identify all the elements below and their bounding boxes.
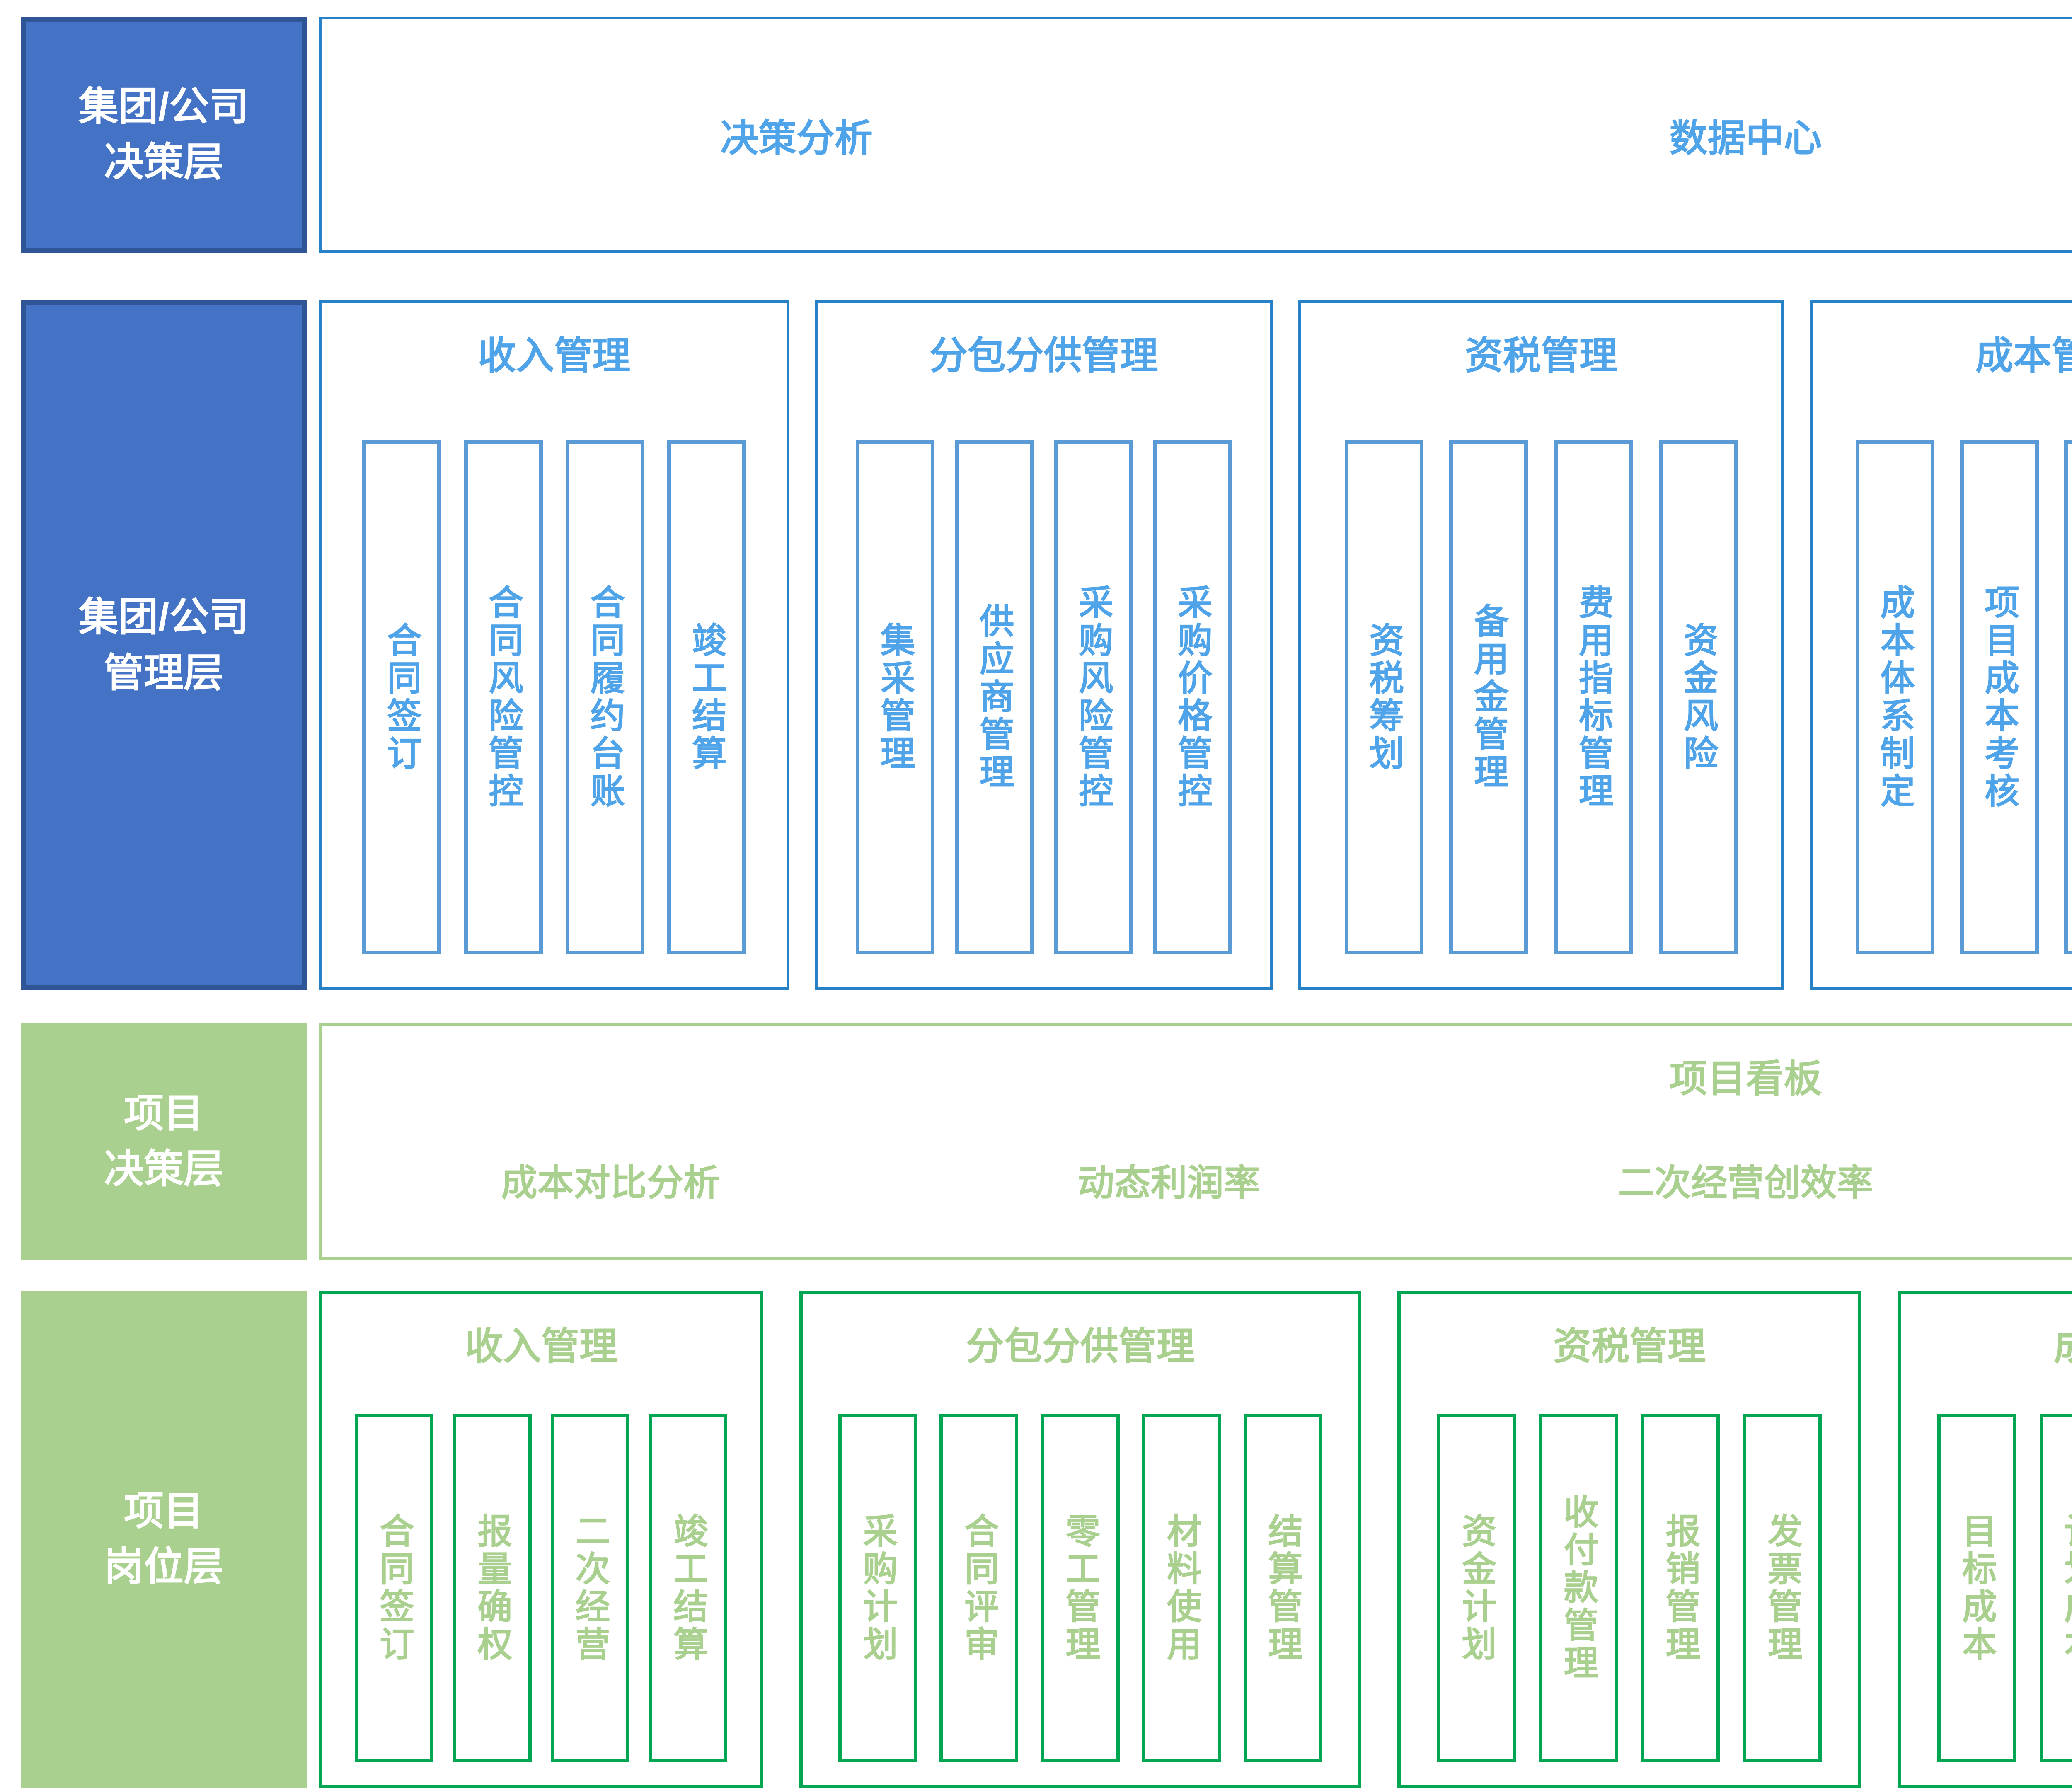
group-title: 分包分供管理 (966, 1326, 1195, 1368)
row-group-decision-layer: 集团/公司 决策层 决策分析 数据中心 企业知识库 (21, 17, 2072, 253)
module-item: 竣工结算 (649, 1414, 728, 1762)
module-item: 资金风险 (1659, 440, 1738, 954)
row-project-post-layer: 项目 岗位层 收入管理 合同签订 报量确权 二次经营 竣工结算 分包分供管理 采… (21, 1291, 2072, 1788)
group-capital-tax: 资税管理 资税筹划 备用金管理 费用指标管理 资金风险 (1298, 300, 1784, 990)
layer-label-line: 岗位层 (104, 1545, 223, 1589)
post-group-capital-tax: 资税管理 资金计划 收付款管理 报销管理 发票管理 (1397, 1291, 1862, 1788)
project-dashboard-items: 成本对比分析 动态利润率 二次经营创效率 产值确权率 项目经营月报 (322, 1103, 2072, 1257)
board-item-cost-comparison: 成本对比分析 (501, 1162, 720, 1203)
group-title: 成本管理 (1975, 335, 2072, 377)
project-post-panels: 收入管理 合同签订 报量确权 二次经营 竣工结算 分包分供管理 采购计划 合同评… (319, 1291, 2072, 1788)
layer-label-line: 管理层 (104, 651, 223, 695)
module-item: 资税筹划 (1344, 440, 1423, 954)
layer-label-project-decision: 项目 决策层 (21, 1023, 307, 1260)
post-group-subcontract-supply: 分包分供管理 采购计划 合同评审 零工管理 材料使用 结算管理 (799, 1291, 1361, 1788)
layer-label-group-decision: 集团/公司 决策层 (21, 17, 307, 253)
module-item: 项目成本考核 (1960, 440, 2039, 954)
post-group-cost: 成本管理 目标成本 计划成本 成本核算 成本还原 (1898, 1291, 2072, 1788)
group-items: 目标成本 计划成本 成本核算 成本还原 (1901, 1371, 2072, 1785)
group-subcontract-supply: 分包分供管理 集采管理 供应商管理 采购风险管控 采购价格管控 (815, 300, 1273, 990)
module-decision-analysis: 决策分析 (720, 117, 873, 160)
group-cost-management: 成本管理 成本体系制定 项目成本考核 成本分析台账 成本指标管理 (1809, 300, 2072, 990)
group-title: 收入管理 (478, 335, 631, 377)
module-item: 资金计划 (1437, 1414, 1516, 1762)
layer-label-line: 项目 (124, 1091, 203, 1136)
module-item: 发票管理 (1743, 1414, 1822, 1762)
layer-label-project-post: 项目 岗位层 (21, 1291, 307, 1788)
module-item: 报销管理 (1641, 1414, 1720, 1762)
module-item: 合同签订 (355, 1414, 434, 1762)
layer-label-line: 决策层 (104, 1147, 223, 1191)
group-title: 收入管理 (465, 1326, 617, 1368)
module-item: 计划成本 (2039, 1414, 2072, 1762)
module-item: 合同评审 (939, 1414, 1019, 1762)
layer-label-group-management: 集团/公司 管理层 (21, 300, 307, 990)
module-item: 供应商管理 (955, 440, 1034, 954)
row-group-management-layer: 集团/公司 管理层 收入管理 合同签订 合同风险管控 合同履约台账 竣工结算 分… (21, 300, 2072, 990)
group-revenue-management: 收入管理 合同签订 合同风险管控 合同履约台账 竣工结算 (319, 300, 789, 990)
layer-label-line: 决策层 (104, 140, 223, 184)
group-title: 成本管理 (1901, 1294, 2072, 1371)
module-data-center: 数据中心 (1669, 117, 1822, 160)
module-item: 收付款管理 (1539, 1414, 1618, 1762)
post-group-revenue: 收入管理 合同签订 报量确权 二次经营 竣工结算 (319, 1291, 763, 1788)
group-items: 采购计划 合同评审 零工管理 材料使用 结算管理 (803, 1371, 1358, 1785)
module-item: 竣工结算 (667, 440, 746, 954)
layer-label-line: 集团/公司 (78, 84, 249, 129)
group-items: 成本体系制定 项目成本考核 成本分析台账 成本指标管理 (1813, 380, 2072, 987)
group-title: 资税管理 (1464, 335, 1617, 377)
row-project-decision-layer: 项目 决策层 项目看板 成本对比分析 动态利润率 二次经营创效率 产值确权率 项… (21, 1023, 2072, 1260)
group-title: 分包分供管理 (929, 335, 1158, 377)
module-item: 集采管理 (855, 440, 934, 954)
board-item-secondary-operation: 二次经营创效率 (1618, 1162, 1874, 1203)
module-item: 结算管理 (1243, 1414, 1322, 1762)
module-item: 成本分析台账 (2064, 440, 2072, 954)
module-item: 合同风险管控 (464, 440, 543, 954)
module-item: 报量确权 (453, 1414, 532, 1762)
group-management-panels: 收入管理 合同签订 合同风险管控 合同履约台账 竣工结算 分包分供管理 集采管理… (319, 300, 2072, 990)
project-dashboard-panel: 项目看板 成本对比分析 动态利润率 二次经营创效率 产值确权率 项目经营月报 (319, 1023, 2072, 1260)
group-items: 集采管理 供应商管理 采购风险管控 采购价格管控 (818, 380, 1270, 987)
group-items: 合同签订 合同风险管控 合同履约台账 竣工结算 (322, 380, 787, 987)
group-items: 资金计划 收付款管理 报销管理 发票管理 (1401, 1371, 1858, 1785)
module-item: 成本体系制定 (1855, 440, 1934, 954)
module-item: 合同履约台账 (565, 440, 644, 954)
board-item-dynamic-profit: 动态利润率 (1077, 1162, 1260, 1203)
module-item: 二次经营 (551, 1414, 630, 1762)
group-title: 资税管理 (1553, 1326, 1706, 1368)
module-item: 费用指标管理 (1554, 440, 1633, 954)
layer-label-line: 集团/公司 (78, 595, 249, 640)
group-decision-panel: 决策分析 数据中心 企业知识库 (319, 17, 2072, 253)
module-item: 采购计划 (838, 1414, 917, 1762)
module-item: 采购风险管控 (1054, 440, 1133, 954)
project-dashboard-title: 项目看板 (1669, 1058, 1822, 1100)
group-items: 合同签订 报量确权 二次经营 竣工结算 (322, 1371, 760, 1785)
module-item: 材料使用 (1142, 1414, 1221, 1762)
module-item: 备用金管理 (1449, 440, 1528, 954)
group-items: 资税筹划 备用金管理 费用指标管理 资金风险 (1301, 380, 1781, 987)
module-item: 合同签订 (362, 440, 441, 954)
module-item: 采购价格管控 (1153, 440, 1232, 954)
module-item: 零工管理 (1041, 1414, 1120, 1762)
layer-label-line: 项目 (124, 1489, 203, 1534)
module-item: 目标成本 (1937, 1414, 2016, 1762)
